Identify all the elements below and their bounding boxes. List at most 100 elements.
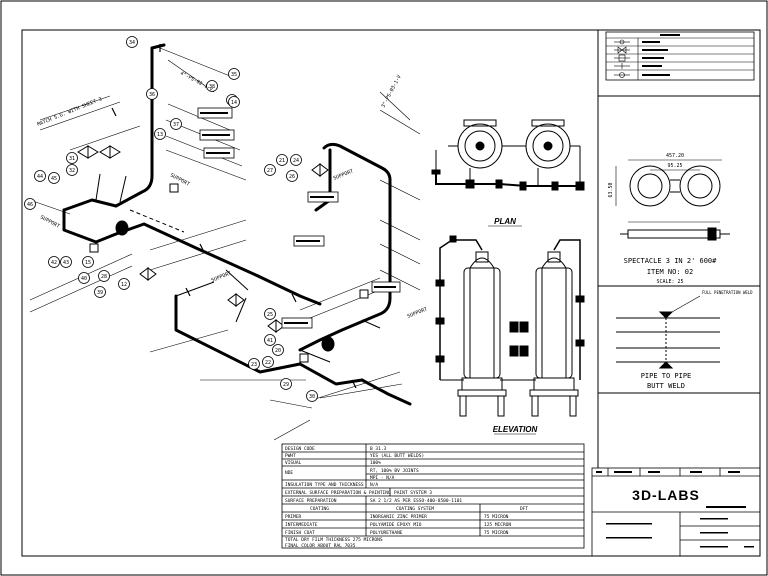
spec-value: 100% [370,460,381,466]
surface-label: SURFACE PREPARATION [285,498,337,504]
spec-value: N/A [370,482,378,488]
callout-circle [276,154,288,166]
callout-number: 39 [97,290,103,296]
coat-system: POLYAMIDE EPOXY MIO [370,522,422,528]
callout-number: 13 [157,132,163,138]
coat-name: FINISH COAT [285,530,315,536]
callout-circle [24,198,36,210]
weld-title-1: PIPE TO PIPE [641,372,692,380]
callout-circle [146,88,158,100]
spec-label: VISUAL [285,460,302,466]
callout-number: 45 [51,176,57,182]
callout-circle [290,154,302,166]
coat-system: INORGANIC ZINC PRIMER [370,514,427,520]
spectacle-title: SPECTACLE 3 IN 2' 600# [624,257,718,265]
callout-circle [98,270,110,282]
elevation-label: ELEVATION [493,425,538,434]
callout-circle [170,118,182,130]
spectacle-item: ITEM NO: 02 [647,268,693,276]
drawing-frame [21,29,761,557]
spec-label: NDE [285,470,293,476]
total-dft: TOTAL DRY FILM THICKNESS 275 MICRONS [285,537,383,543]
callout-number: 34 [129,40,135,46]
callout-number: 38 [209,84,215,90]
butt-weld-detail [616,295,720,369]
callout-circle [118,278,130,290]
callout-circle [154,128,166,140]
spectacle-scale: SCALE: 25 [656,279,683,285]
callout-bubbles: 3435333814363713313244454642431540391221… [24,36,318,402]
callout-number: 41 [267,338,273,344]
callout-number: 15 [85,260,91,266]
callout-circle [94,286,106,298]
callout-circle [48,256,60,268]
callout-number: 32 [69,168,75,174]
plan-view [431,119,585,191]
coat-name: INTERMEDIATE [285,522,318,528]
spec-label: DESIGN CODE [285,446,315,452]
spec-table-text: DESIGN CODE B 31.3 PWHT YES (ALL BUTT WE… [285,446,528,549]
coat-dft: 75 MICRON [484,530,509,536]
callout-circle [126,36,138,48]
coat-dft: 125 MICRON [484,522,511,528]
spectacle-dim-top: 457.20 [666,153,684,159]
callout-number: 20 [275,348,281,354]
col-coating: COATING [310,506,329,512]
callout-number: 12 [121,282,127,288]
spectacle-dim-mid: 95.25 [667,163,682,169]
coat-name: PRIMER [285,514,302,520]
spec-value: MPI - N/A [370,475,395,481]
callout-circle [34,170,46,182]
weld-title-2: BUTT WELD [647,382,685,390]
legend-table [605,31,755,81]
coat-system: POLYURETHANE [370,530,403,536]
spec-label: INSULATION TYPE AND THICKNESS [285,482,364,488]
spectacle-dim-left: 63.50 [608,182,614,197]
final-color: FINAL COLOR ABOUT RAL 7035 [285,543,356,549]
spec-value: YES (ALL BUTT WELDS) [370,453,424,459]
callout-number: 37 [173,122,179,128]
callout-number: 40 [81,276,87,282]
callout-circle [78,272,90,284]
callout-circle [228,96,240,108]
callout-circle [264,334,276,346]
callout-circle [264,164,276,176]
callout-circle [264,308,276,320]
paint-system: PAINT SYSTEM 3 [394,490,432,496]
callout-circle [82,256,94,268]
callout-number: 46 [27,202,33,208]
callout-number: 44 [37,174,43,180]
callout-number: 27 [267,168,273,174]
callout-number: 28 [101,274,107,280]
callout-circle [66,152,78,164]
paint-header: EXTERNAL SURFACE PREPARATION & PAINTING [285,490,391,496]
spec-label: PWHT [285,453,296,459]
coat-dft: 75 MICRON [484,514,509,520]
callout-number: 36 [149,92,155,98]
callout-number: 26 [289,174,295,180]
callout-number: 30 [309,394,315,400]
col-system: COATING SYSTEM [396,506,434,512]
callout-circle [206,80,218,92]
callout-circle [286,170,298,182]
surface-value: SA 2 1/2 AS PER ESSO-400-8500-1101 [370,498,462,504]
elevation-view [435,235,585,417]
isometric-piping [29,43,421,441]
callout-circle [228,68,240,80]
callout-circle [306,390,318,402]
title-block [591,467,761,557]
callout-circle [262,356,274,368]
callout-number: 42 [51,260,57,266]
callout-number: 22 [265,360,271,366]
callout-number: 31 [69,156,75,162]
callout-number: 23 [251,362,257,368]
company-logo: 3D-LABS [632,487,700,503]
callout-number: 25 [267,312,273,318]
callout-number: 21 [279,158,285,164]
callout-circle [280,378,292,390]
callout-number: 14 [231,100,237,106]
callout-number: 24 [293,158,299,164]
col-dft: DFT [520,506,528,512]
spec-value: RT, 100% BV JOINTS [370,468,419,474]
